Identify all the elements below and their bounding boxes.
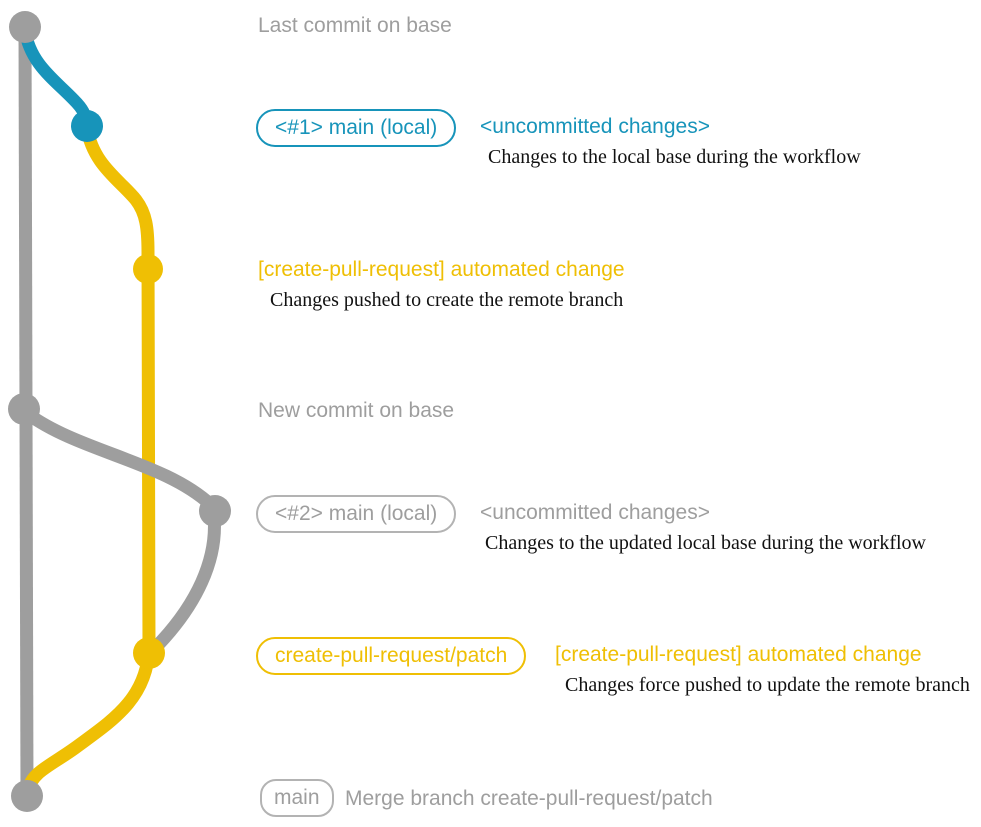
commit-title-automated-change-1: [create-pull-request] automated change (258, 258, 625, 281)
updated-local-branch-edge (24, 408, 216, 510)
commit-graph (8, 11, 231, 812)
commit-node-uncommitted-1 (71, 110, 103, 142)
commit-title-uncommitted-1: <uncommitted changes> (480, 115, 710, 138)
commit-node-uncommitted-2 (199, 495, 231, 527)
branch-badge-main-local-1: <#1> main (local) (256, 109, 457, 148)
note-uncommitted-1: Changes to the local base during the wor… (488, 146, 861, 168)
commit-title-automated-change-2: [create-pull-request] automated change (555, 643, 922, 666)
commit-title-merge: Merge branch create-pull-request/patch (345, 787, 713, 810)
commit-node-new-base (8, 393, 40, 425)
note-automated-change-2: Changes force pushed to update the remot… (565, 674, 970, 696)
branch-badge-main: main (260, 779, 334, 818)
commit-node-push-2 (133, 637, 165, 669)
force-push-edge (153, 515, 221, 650)
commit-title-uncommitted-2: <uncommitted changes> (480, 501, 710, 524)
note-uncommitted-2: Changes to the updated local base during… (485, 532, 926, 554)
commit-node-last-base (9, 11, 41, 43)
label-last-commit-on-base: Last commit on base (258, 14, 452, 37)
branch-badge-create-pull-request-patch: create-pull-request/patch (256, 637, 527, 676)
label-new-commit-on-base: New commit on base (258, 399, 455, 422)
branch-badge-main-local-2: <#2> main (local) (256, 495, 457, 534)
note-automated-change-1: Changes pushed to create the remote bran… (270, 289, 624, 311)
commit-node-push-1 (133, 254, 163, 284)
local-branch-edge (18, 28, 94, 127)
commit-node-merge (11, 780, 43, 812)
